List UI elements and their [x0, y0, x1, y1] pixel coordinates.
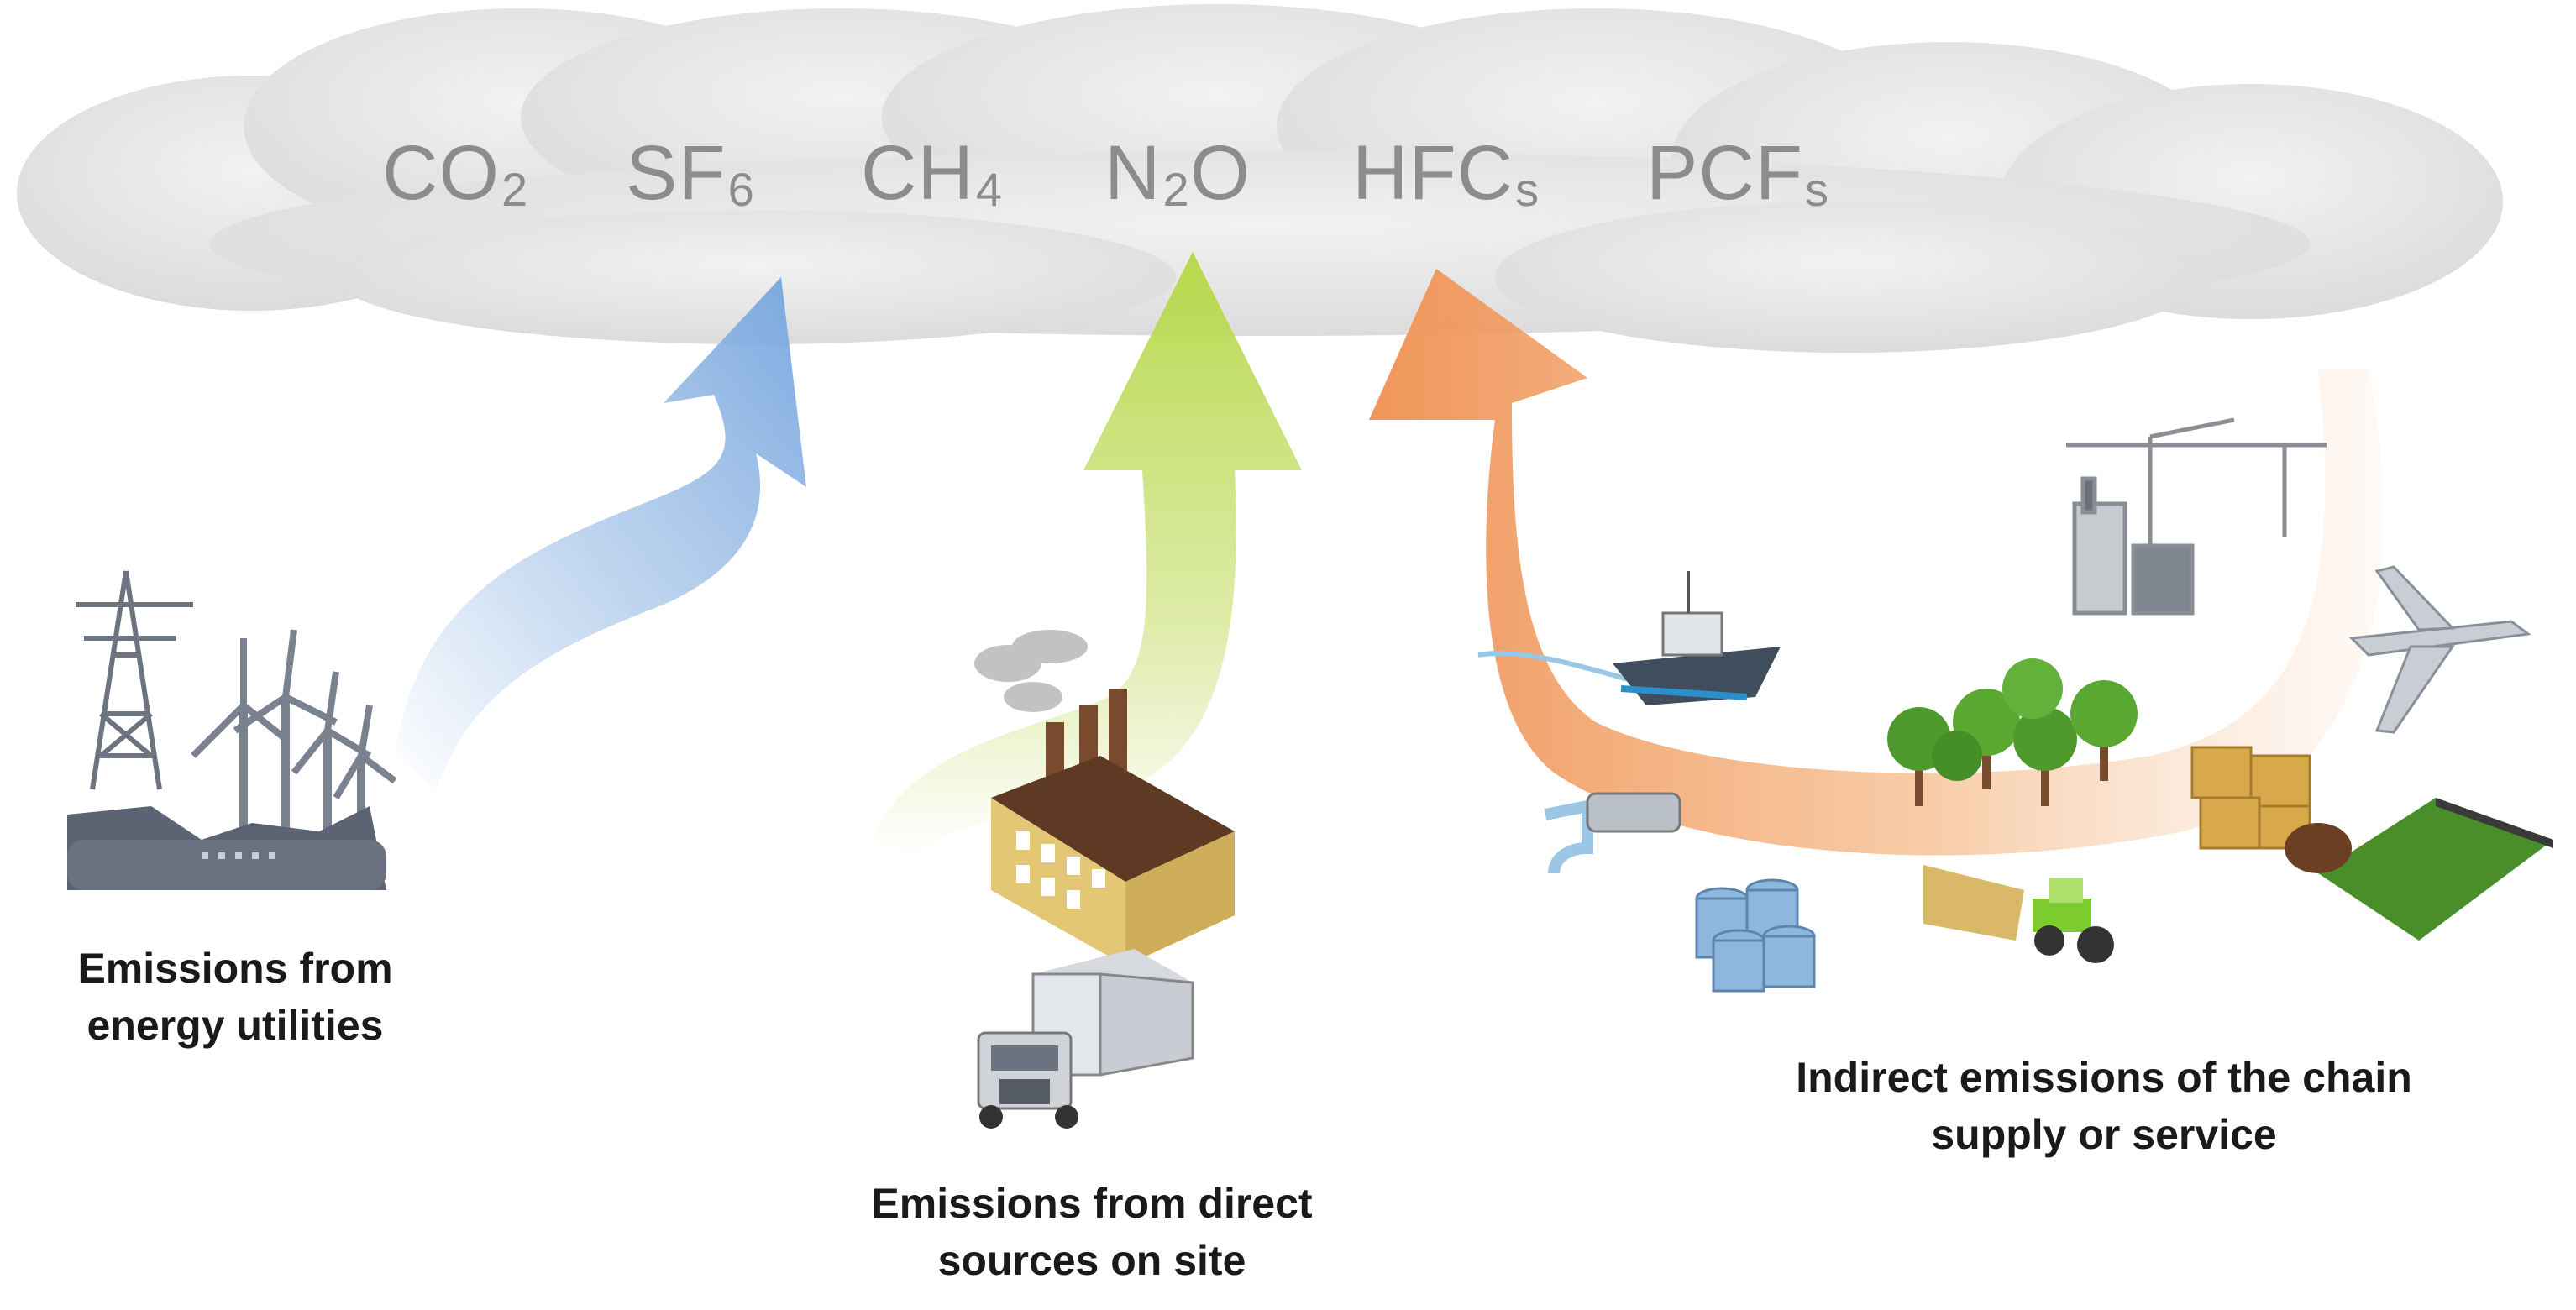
cloud: [17, 4, 2503, 353]
energy-utilities-illustration: [67, 570, 397, 890]
gas-label-hfcs: HFCs: [1352, 130, 1540, 216]
caption-indirect-emissions: Indirect emissions of the chain supply o…: [1796, 1054, 2412, 1158]
caption-direct-sources: Emissions from direct sources on site: [871, 1180, 1313, 1284]
tractor-icon: [2033, 878, 2114, 963]
direct-sources-illustration: [974, 630, 1235, 1129]
pipe-icon: [1544, 792, 1681, 874]
barrels-icon: [1695, 878, 1816, 993]
smoke-icon: [974, 630, 1088, 712]
caption-energy-utilities: Emissions from energy utilities: [77, 945, 393, 1049]
ship-icon: [1477, 571, 1781, 705]
trees-icon: [1887, 658, 2138, 806]
crane-icon: [2066, 417, 2327, 616]
gas-label-ch4: CH4: [861, 130, 1004, 216]
truck-icon: [977, 949, 1194, 1129]
factory-icon: [991, 689, 1235, 966]
airplane-icon: [2348, 565, 2531, 734]
energy-arrow: [395, 277, 806, 789]
boxes-icon: [2190, 746, 2311, 850]
gas-label-co2: CO2: [382, 130, 529, 216]
power-line-tower-icon: [76, 570, 193, 790]
gas-label-pcfs: PCFs: [1646, 130, 1829, 216]
gas-label-n2o: N2O: [1104, 130, 1251, 216]
gas-label-sf6: SF6: [626, 130, 755, 216]
wheat-field-icon: [1923, 865, 2024, 941]
field-icon: [2285, 798, 2553, 941]
direct-arrow: [874, 252, 1302, 857]
indirect-arrow: [1369, 269, 2384, 856]
indirect-supply-illustration: [1477, 417, 2553, 993]
power-plant-icon: [67, 806, 386, 890]
